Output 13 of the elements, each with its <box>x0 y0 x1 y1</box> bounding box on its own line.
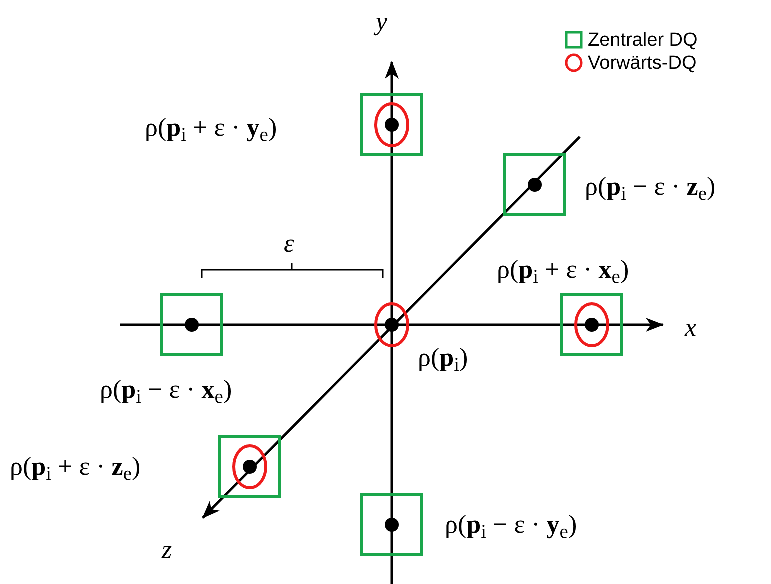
point-label: ρ(p$_{i}$ + ε · z$_{e}$) <box>10 454 141 480</box>
legend-label: Vorwärts-DQ <box>588 54 697 72</box>
point-label: ρ(p$_{i}$ + ε · x$_{e}$) <box>497 257 630 283</box>
point-label: ρ(p$_{i}$) <box>418 345 468 371</box>
point-label: ρ(p$_{i}$ − ε · y$_{e}$) <box>445 512 578 538</box>
spacing-label: ε <box>284 231 294 257</box>
axis-label: z <box>162 537 172 563</box>
point-label: ρ(p$_{i}$ − ε · z$_{e}$) <box>585 174 716 200</box>
legend-label: Zentraler DQ <box>588 30 698 50</box>
point-label: ρ(p$_{i}$ + ε · y$_{e}$) <box>145 115 278 141</box>
axis-label: x <box>685 315 697 341</box>
axis-label: y <box>376 9 388 35</box>
point-label: ρ(p$_{i}$ − ε · x$_{e}$) <box>100 377 232 403</box>
